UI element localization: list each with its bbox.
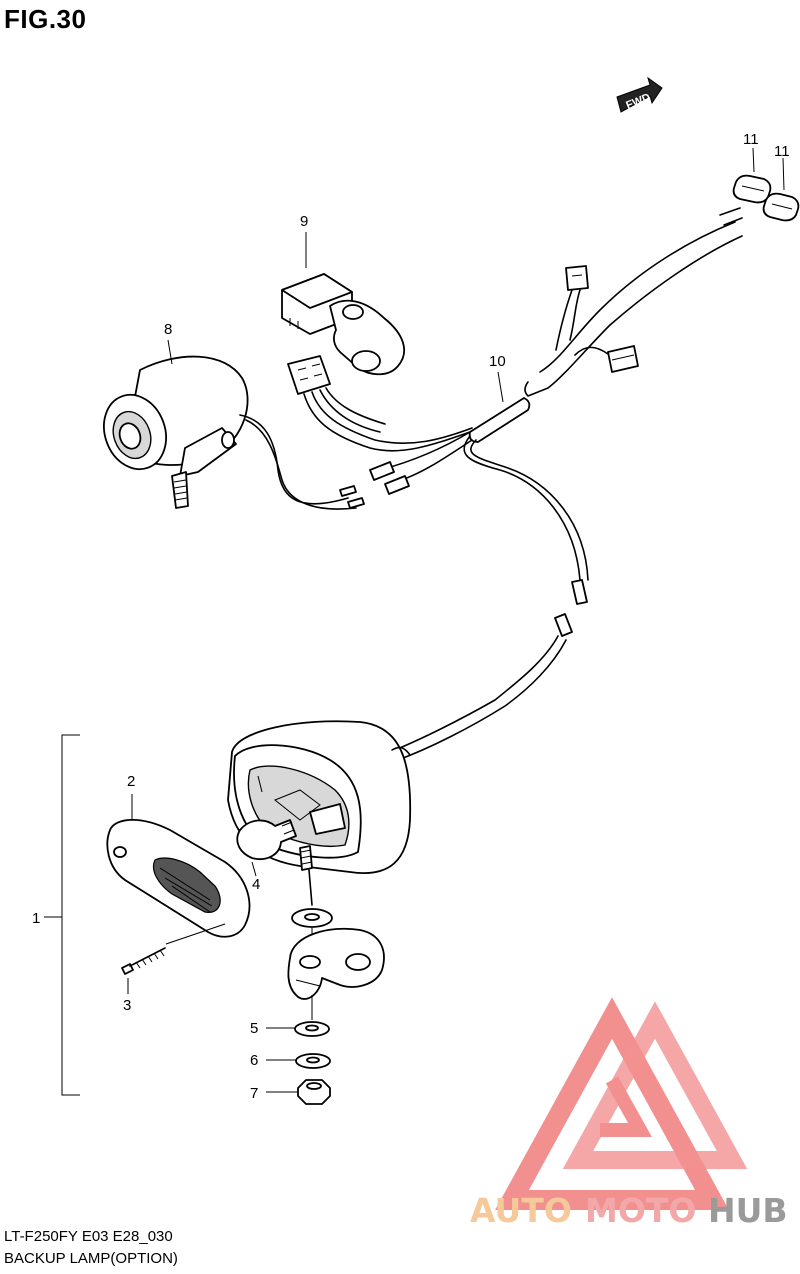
callout-2: 2 xyxy=(127,773,135,790)
callout-1: 1 xyxy=(32,910,40,927)
watermark-text-hub: HUB xyxy=(708,1191,788,1230)
callout-7: 7 xyxy=(250,1085,258,1102)
washer-upper xyxy=(291,908,333,928)
callout-9: 9 xyxy=(300,213,308,230)
section-name: BACKUP LAMP(OPTION) xyxy=(4,1250,178,1267)
model-code: LT-F250FY E03 E28_030 xyxy=(4,1228,173,1245)
screw xyxy=(121,923,226,975)
washer-6 xyxy=(295,1053,331,1069)
mounting-bracket xyxy=(287,927,385,1000)
forward-arrow-icon: FWD xyxy=(616,76,663,113)
bulb xyxy=(236,819,297,860)
lens xyxy=(106,818,251,938)
watermark-text-auto: AUTO xyxy=(470,1191,572,1230)
callout-5: 5 xyxy=(250,1020,258,1037)
wiring-harness xyxy=(369,207,743,761)
callout-4: 4 xyxy=(252,876,260,893)
watermark-logo xyxy=(495,997,748,1210)
relay-connector xyxy=(287,355,473,452)
callout-10: 10 xyxy=(489,353,506,370)
figure-title: FIG.30 xyxy=(4,4,87,34)
watermark-text-moto: MOTO xyxy=(585,1191,696,1230)
backup-lamp-housing xyxy=(103,355,365,510)
mounting-stud xyxy=(299,845,313,906)
callout-11a: 11 xyxy=(743,131,759,148)
callout-6: 6 xyxy=(250,1052,258,1069)
washer-5 xyxy=(294,1021,330,1037)
relay-bracket xyxy=(281,273,406,376)
callout-8: 8 xyxy=(164,321,172,338)
connector-cap-11b xyxy=(762,192,800,222)
callout-11b: 11 xyxy=(774,143,790,160)
connector-cap-11a xyxy=(732,174,772,204)
callout-3: 3 xyxy=(123,997,131,1014)
nut-7 xyxy=(297,1079,331,1105)
